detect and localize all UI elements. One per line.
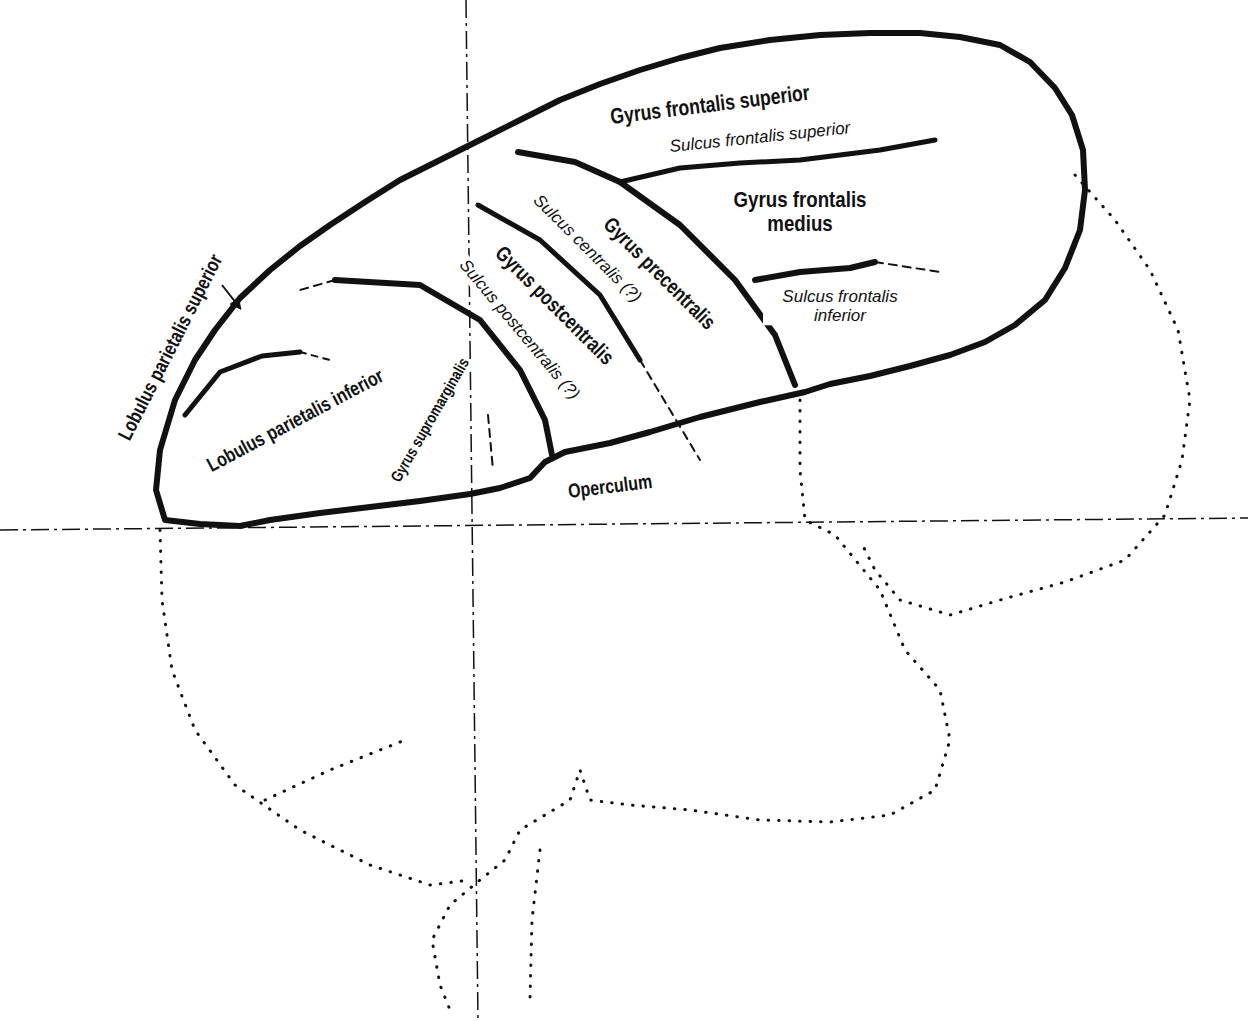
sulcus-label: Sulcus frontalis superior bbox=[667, 119, 853, 157]
gyrus-label: Gyrus frontalis superior bbox=[607, 81, 812, 130]
pointer-arrow bbox=[222, 285, 240, 308]
cortex-outline bbox=[156, 33, 1085, 526]
gyrus-label: Gyrus frontalis medius bbox=[709, 188, 891, 236]
dotted-brain-outline bbox=[160, 175, 1190, 1010]
lobule-label: Lobulus parietalis superior bbox=[113, 249, 227, 445]
region-label: Operculum bbox=[565, 470, 655, 503]
lobule-label: Lobulus parietalis inferior bbox=[202, 363, 389, 476]
sulcus-label: Sulcus frontalis inferior bbox=[763, 288, 917, 325]
gyrus-label: Gyrus supromarginalis bbox=[387, 354, 474, 487]
vertical-axis bbox=[466, 0, 478, 1021]
